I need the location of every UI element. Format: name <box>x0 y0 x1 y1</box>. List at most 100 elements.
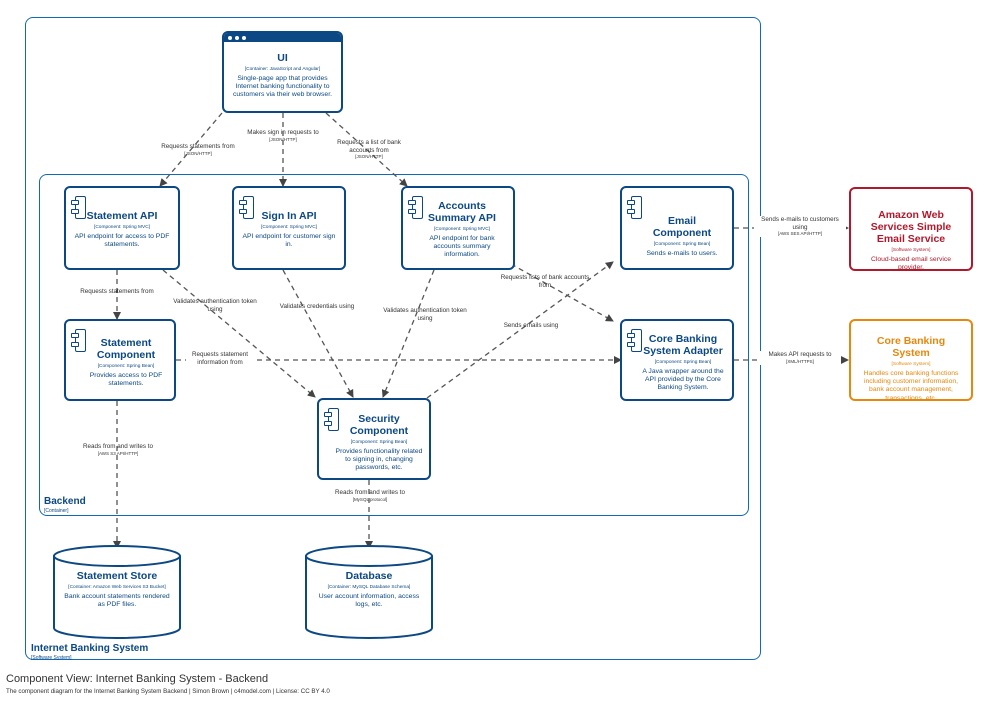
ui-container: UI [Container: JavaScript and Angular] S… <box>222 31 343 113</box>
edge-label-text: Requests a list of bank accounts from <box>337 139 401 154</box>
edge-label-accounts-cbs: Requests lists of bank accounts from <box>500 274 590 289</box>
edge-ui-statement-api <box>159 112 223 187</box>
browser-dot-icon <box>228 35 232 40</box>
edge-label-signin-security: Validates credentials using <box>262 303 372 311</box>
edge-label-text: Reads from and writes to <box>83 443 153 450</box>
node-technology: [Container: MySQL Database Schema] <box>327 585 411 590</box>
node-technology: [Container: Amazon Web Services S3 Bucke… <box>68 585 166 590</box>
edge-label-text: Makes API requests to <box>768 351 832 358</box>
edge-statement-api-security <box>162 269 316 398</box>
edge-label-tech: [JSON/HTTP] <box>355 154 383 159</box>
diagram-title: Component View: Internet Banking System … <box>6 673 269 685</box>
signin-api-component: Sign In API [Component: Spring MVC] API … <box>232 186 346 270</box>
browser-dot-icon <box>242 35 246 40</box>
node-title: Statement API <box>86 210 158 222</box>
node-description: Single-page app that provides Internet b… <box>233 75 332 99</box>
component-icon <box>71 196 86 219</box>
core-banking-system: Core Banking System [Software System] Ha… <box>849 319 973 402</box>
node-description: Provides functionality related to signin… <box>335 448 423 472</box>
node-technology: [Software System] <box>891 248 931 253</box>
node-title: Security Component <box>349 413 409 437</box>
edge-label-text: Requests statement information from <box>191 351 248 366</box>
database-cylinder-top <box>305 545 433 567</box>
internet-banking-system-label: Internet Banking System <box>31 643 149 654</box>
edge-label-cbs-core: Makes API requests to [XML/HTTPS] <box>760 351 840 365</box>
edge-label-text: Makes sign in requests to <box>247 129 319 136</box>
node-technology: [Component: Spring MVC] <box>434 227 490 232</box>
node-description: Sends e-mails to users. <box>646 250 718 257</box>
edge-label-ui-statement: Requests statements from [JSON/HTTP] <box>148 143 248 157</box>
internet-banking-system-type: [Software System] <box>31 655 72 661</box>
node-description: Handles core banking functions including… <box>863 370 959 402</box>
edge-accounts-security <box>381 269 435 398</box>
edge-label-statement-api-security: Validates authentication token using <box>165 298 265 313</box>
node-title: UI <box>277 52 288 64</box>
node-description: User account information, access logs, e… <box>318 593 420 609</box>
edge-label-text: Reads from and writes to <box>335 489 405 496</box>
node-technology: [Component: Spring MVC] <box>94 225 150 230</box>
edge-label-security-email: Sends emails using <box>491 322 571 330</box>
edge-label-tech: [MySQL protocol] <box>352 496 388 502</box>
node-title: Accounts Summary API <box>428 200 496 224</box>
component-icon <box>627 196 642 219</box>
edge-label-tech: [AWS SES API/HTTP] <box>777 231 823 236</box>
edge-signin-security <box>282 269 354 398</box>
node-title: Core Banking System <box>876 335 946 359</box>
browser-dot-icon <box>235 35 239 40</box>
edge-label-tech: [AWS S3 API/HTTP] <box>97 450 139 456</box>
node-description: Bank account statements rendered as PDF … <box>64 593 170 609</box>
edge-label-text: Validates credentials using <box>279 303 355 310</box>
statement-store-cylinder-top <box>53 545 181 567</box>
accounts-summary-api-component: Accounts Summary API [Component: Spring … <box>401 186 515 270</box>
edge-label-statement-store: Reads from and writes to [AWS S3 API/HTT… <box>66 443 170 457</box>
node-description: API endpoint for customer sign in. <box>242 233 336 249</box>
edge-label-tech: [JSON/HTTP] <box>184 150 212 156</box>
diagram-subtitle: The component diagram for the Internet B… <box>6 688 330 695</box>
edge-label-text: Requests statements from <box>161 143 235 150</box>
node-description: API endpoint for bank accounts summary i… <box>429 235 495 259</box>
component-icon <box>239 196 254 219</box>
node-technology: [Component: Spring MVC] <box>261 225 317 230</box>
node-description: API endpoint for access to PDF statement… <box>74 233 170 249</box>
edge-ui-accounts-api <box>325 112 408 187</box>
edge-label-ui-signin: Makes sign in requests to [JSON/HTTP] <box>237 129 329 143</box>
statement-component: Statement Component [Component: Spring B… <box>64 319 176 401</box>
node-title: Amazon Web Services Simple Email Service <box>870 209 952 245</box>
node-title: Core Banking System Adapter <box>643 333 723 357</box>
edge-label-accounts-security: Validates authentication token using <box>378 307 472 322</box>
database-container: Database [Container: MySQL Database Sche… <box>308 570 430 609</box>
statement-store-container: Statement Store [Container: Amazon Web S… <box>56 570 178 609</box>
edge-label-text: Sends e-mails to customers using <box>761 216 839 231</box>
edge-label-text: Requests statements from <box>80 288 154 295</box>
component-icon <box>324 408 339 431</box>
security-component: Security Component [Component: Spring Be… <box>317 398 431 480</box>
component-icon <box>71 329 86 352</box>
core-banking-system-adapter-component: Core Banking System Adapter [Component: … <box>620 319 734 401</box>
edge-label-text: Sends emails using <box>503 322 559 329</box>
browser-toolbar <box>224 33 341 42</box>
aws-ses-system: Amazon Web Services Simple Email Service… <box>849 187 973 271</box>
internet-banking-system-boundary <box>25 17 761 660</box>
node-title: Statement Component <box>96 337 156 361</box>
edge-label-text: Requests lists of bank accounts from <box>500 274 590 289</box>
email-component: Email Component [Component: Spring Bean]… <box>620 186 734 270</box>
edge-label-tech: [XML/HTTPS] <box>786 358 814 364</box>
node-technology: [Component: Spring Bean] <box>97 364 155 369</box>
edge-label-security-database: Reads from and writes to [MySQL protocol… <box>318 489 422 503</box>
backend-type: [Container] <box>44 508 69 514</box>
backend-label: Backend <box>44 496 86 507</box>
node-technology: [Component: Spring Bean] <box>350 440 408 445</box>
node-title: Sign In API <box>261 210 317 222</box>
node-technology: [Component: Spring Bean] <box>654 360 712 365</box>
database-cylinder <box>305 556 433 639</box>
edge-security-email <box>426 261 614 399</box>
node-title: Statement Store <box>76 570 158 582</box>
node-technology: [Software System] <box>891 362 931 367</box>
edge-label-ui-accounts: Requests a list of bank accounts from [J… <box>331 139 407 160</box>
edge-label-text: Validates authentication token using <box>383 307 467 322</box>
edge-label-text: Validates authentication token using <box>173 298 257 313</box>
node-description: Provides access to PDF statements. <box>89 372 163 388</box>
node-technology: [Component: Spring Bean] <box>653 242 711 247</box>
node-technology: [Container: JavaScript and Angular] <box>244 67 321 72</box>
